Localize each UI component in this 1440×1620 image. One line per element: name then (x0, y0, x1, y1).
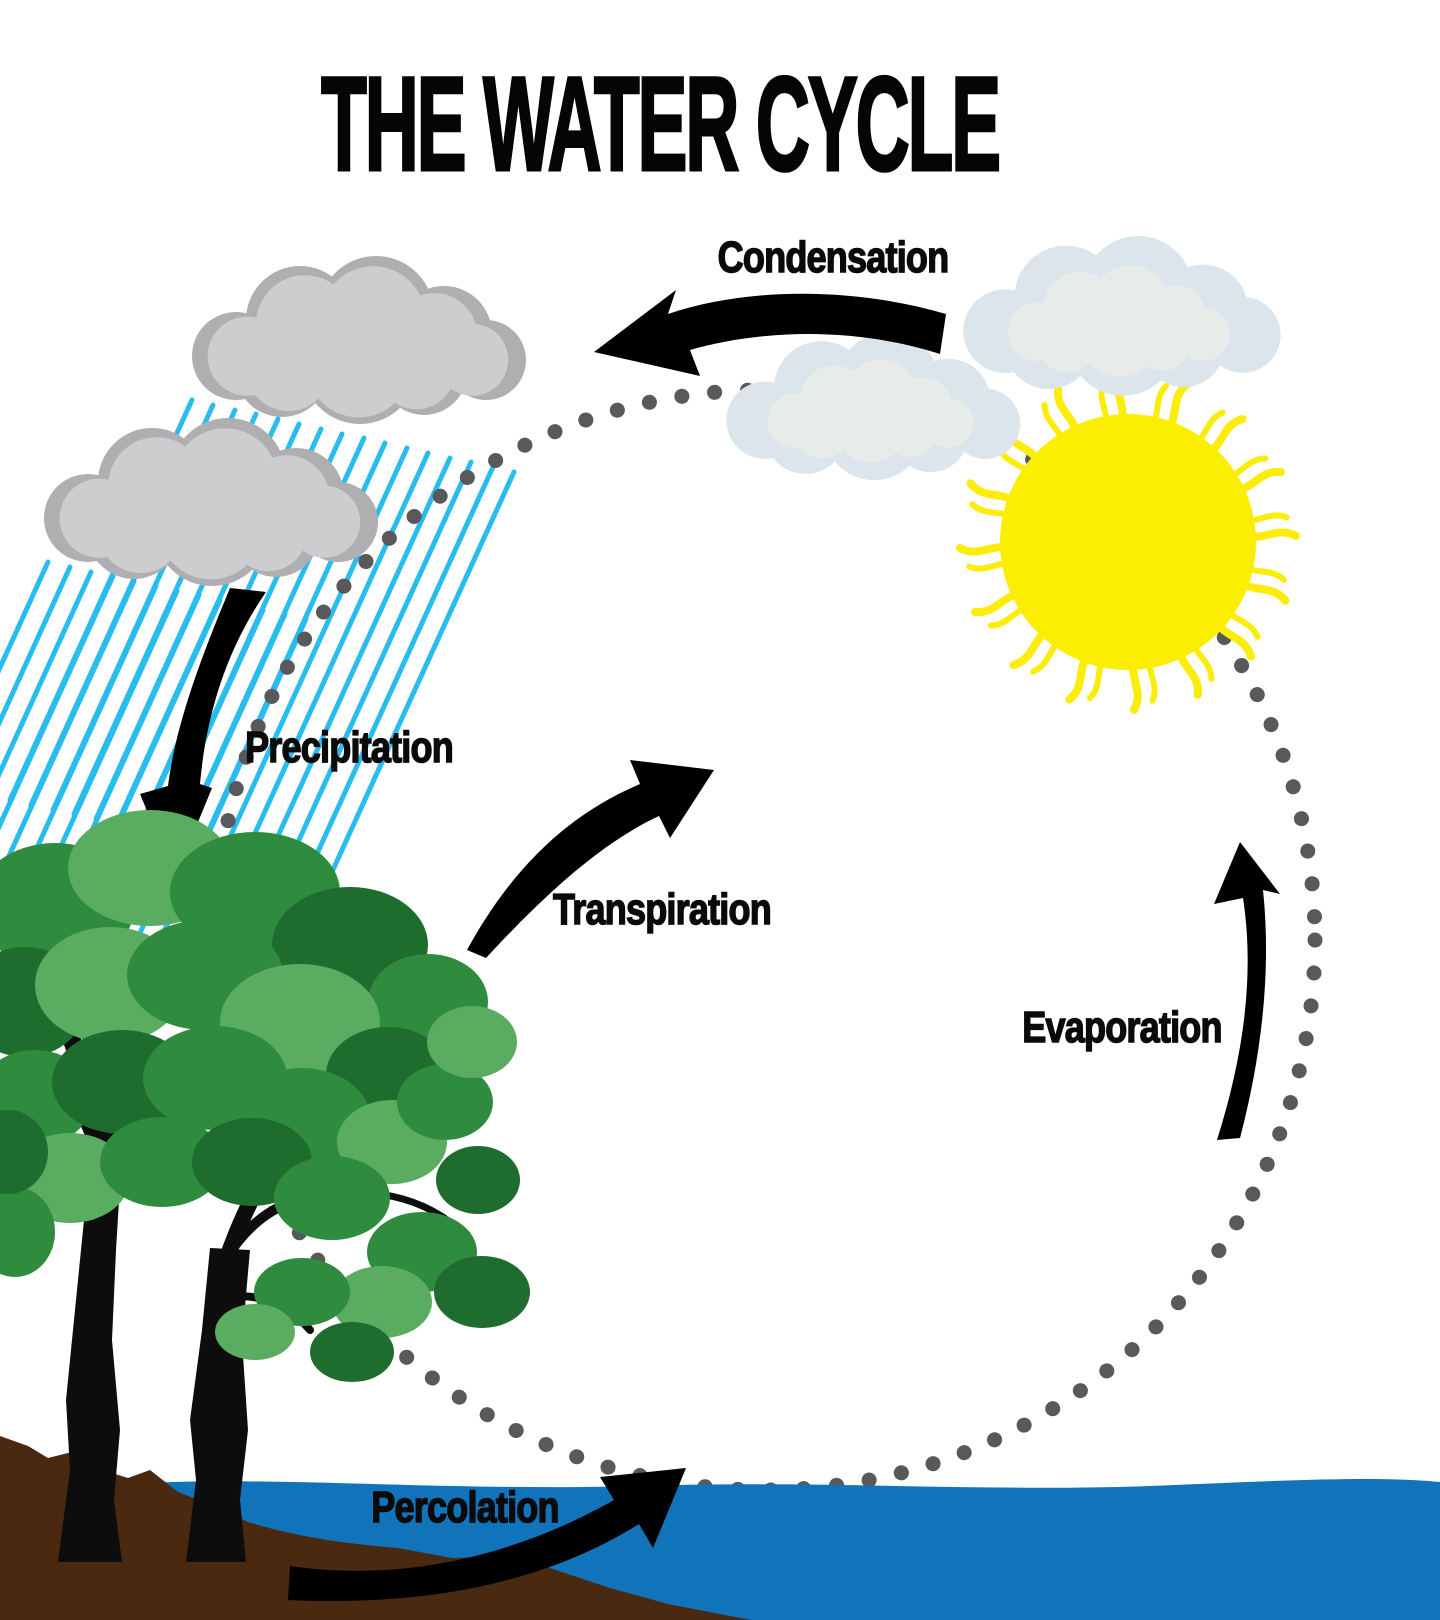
percolation-arrow-icon (288, 1468, 686, 1602)
precipitation-arrow-icon (140, 588, 266, 878)
label-precipitation: Precipitation (244, 723, 454, 772)
sun-icon (958, 372, 1298, 712)
label-transpiration: Transpiration (552, 885, 772, 934)
rain-cloud-icon (44, 418, 378, 586)
label-condensation: Condensation (717, 233, 950, 282)
transpiration-arrow-icon (467, 760, 714, 958)
evaporation-arrow-icon (1214, 842, 1280, 1140)
label-percolation: Percolation (371, 1483, 561, 1532)
page-title: THE WATER CYCLE (320, 50, 1002, 199)
cloud-icon (963, 236, 1281, 396)
sun-disc (1000, 414, 1256, 670)
soil-icon (0, 1436, 752, 1620)
tree-foliage (0, 810, 530, 1382)
rain-cloud-icon (192, 256, 526, 424)
label-evaporation: Evaporation (1022, 1003, 1224, 1052)
tree-icon (0, 810, 530, 1562)
condensation-arrow-icon (594, 290, 946, 376)
